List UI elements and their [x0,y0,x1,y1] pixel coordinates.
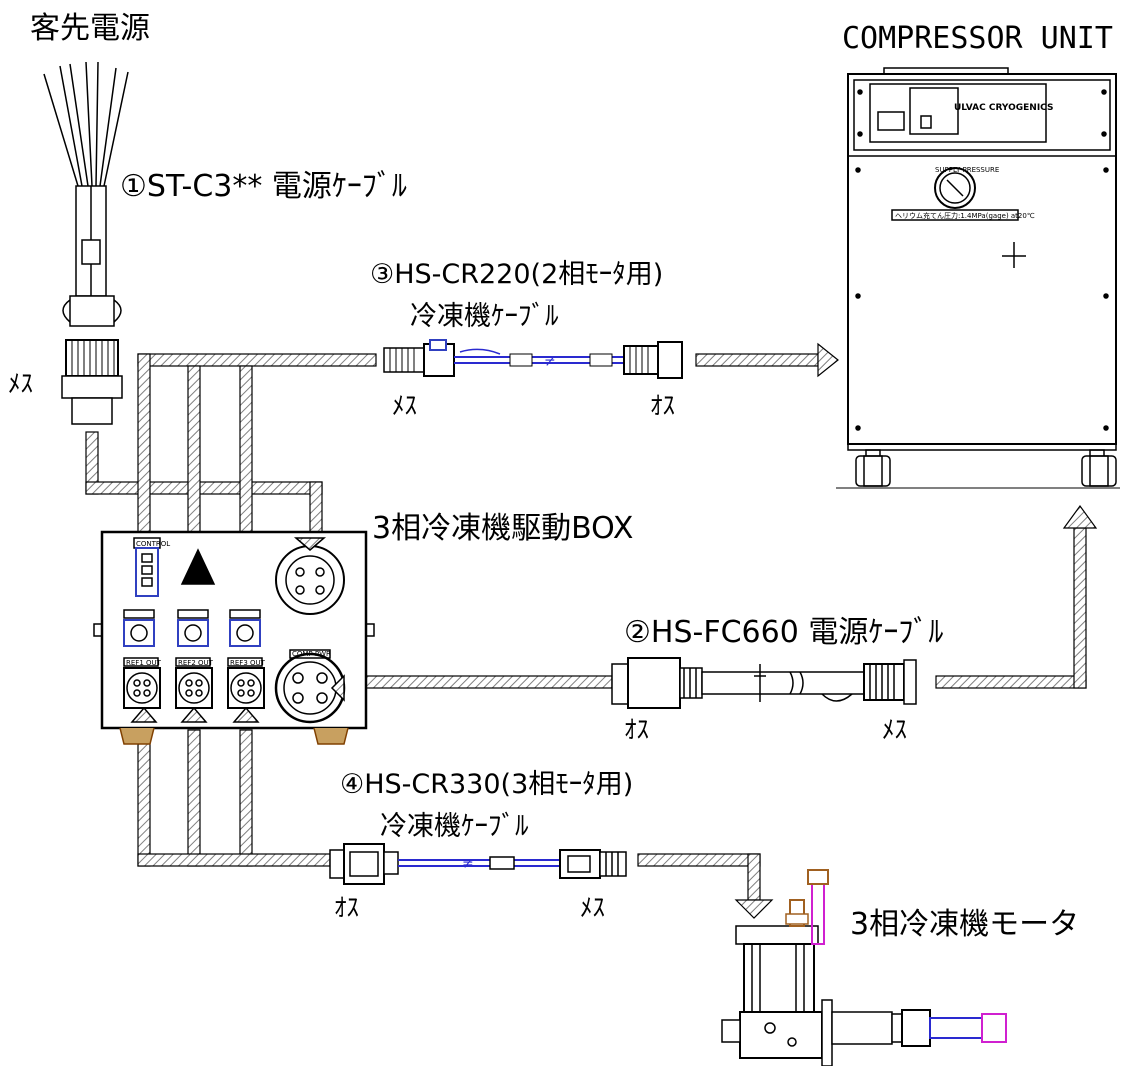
svg-text:≠: ≠ [462,856,474,872]
cable-3-hs-cr220: ≠ [383,339,683,379]
compressor-unit: ULVAC CRYOGENICS SUPPLY PRESSURE ヘリウム充てん… [836,67,1120,489]
cable-3-label-line1: ③HS-CR220(2相ﾓｰﾀ用) [370,259,664,290]
customer-power-cable [43,61,129,425]
compressor-unit-label: COMPRESSOR UNIT [842,21,1113,56]
female-label-cable-4: ﾒｽ [580,893,606,922]
cable-3-label-line2: 冷凍機ｹｰﾌﾞﾙ [410,301,559,332]
drive-box [93,530,375,745]
supply-pressure-label: SUPPLY PRESSURE [935,166,999,174]
customer-power-label: 客先電源 [30,11,150,46]
female-label-cable-3: ﾒｽ [392,391,418,420]
male-label-cable-4: ｵｽ [334,893,360,922]
female-label-cable-2: ﾒｽ [882,715,908,744]
motor-label: 3相冷凍機モータ [850,907,1080,942]
ref-out-ports [123,657,265,709]
routing-paths [85,342,1098,919]
male-label-cable-2: ｵｽ [624,715,650,744]
svg-text:≠: ≠ [544,354,556,370]
port-label-ref3: REF3 OUT [230,659,266,667]
cable-4-label-line1: ④HS-CR330(3相ﾓｰﾀ用) [340,769,634,800]
port-label-ref1: REF1 OUT [126,659,162,667]
female-label-cable-1: ﾒｽ [8,369,34,398]
cable-4-hs-cr330: ≠ [329,843,627,885]
cable-1-label: ①ST-C3** 電源ｹｰﾌﾞﾙ [120,169,407,204]
male-label-cable-3: ｵｽ [650,391,676,420]
cable-2-hs-fc660 [611,657,917,709]
cable-2-label: ②HS-FC660 電源ｹｰﾌﾞﾙ [624,615,944,650]
port-label-control: CONTROL [136,540,170,548]
pressure-note-label: ヘリウム充てん圧力:1.4MPa(gage) at20℃ [895,211,1035,220]
drive-box-label: 3相冷凍機駆動BOX [372,511,634,546]
cryocooler-motor [721,869,1007,1066]
cable-4-label-line2: 冷凍機ｹｰﾌﾞﾙ [380,811,529,842]
port-label-ref2: REF2 OUT [178,659,214,667]
small-connectors [123,609,261,647]
unit-brand-label: ULVAC CRYOGENICS [954,103,1053,113]
drive-box-panel-labels: REF1 OUT REF2 OUT REF3 OUT COMP PWR CONT… [126,540,331,667]
port-label-comp-pwr: COMP PWR [292,650,331,658]
